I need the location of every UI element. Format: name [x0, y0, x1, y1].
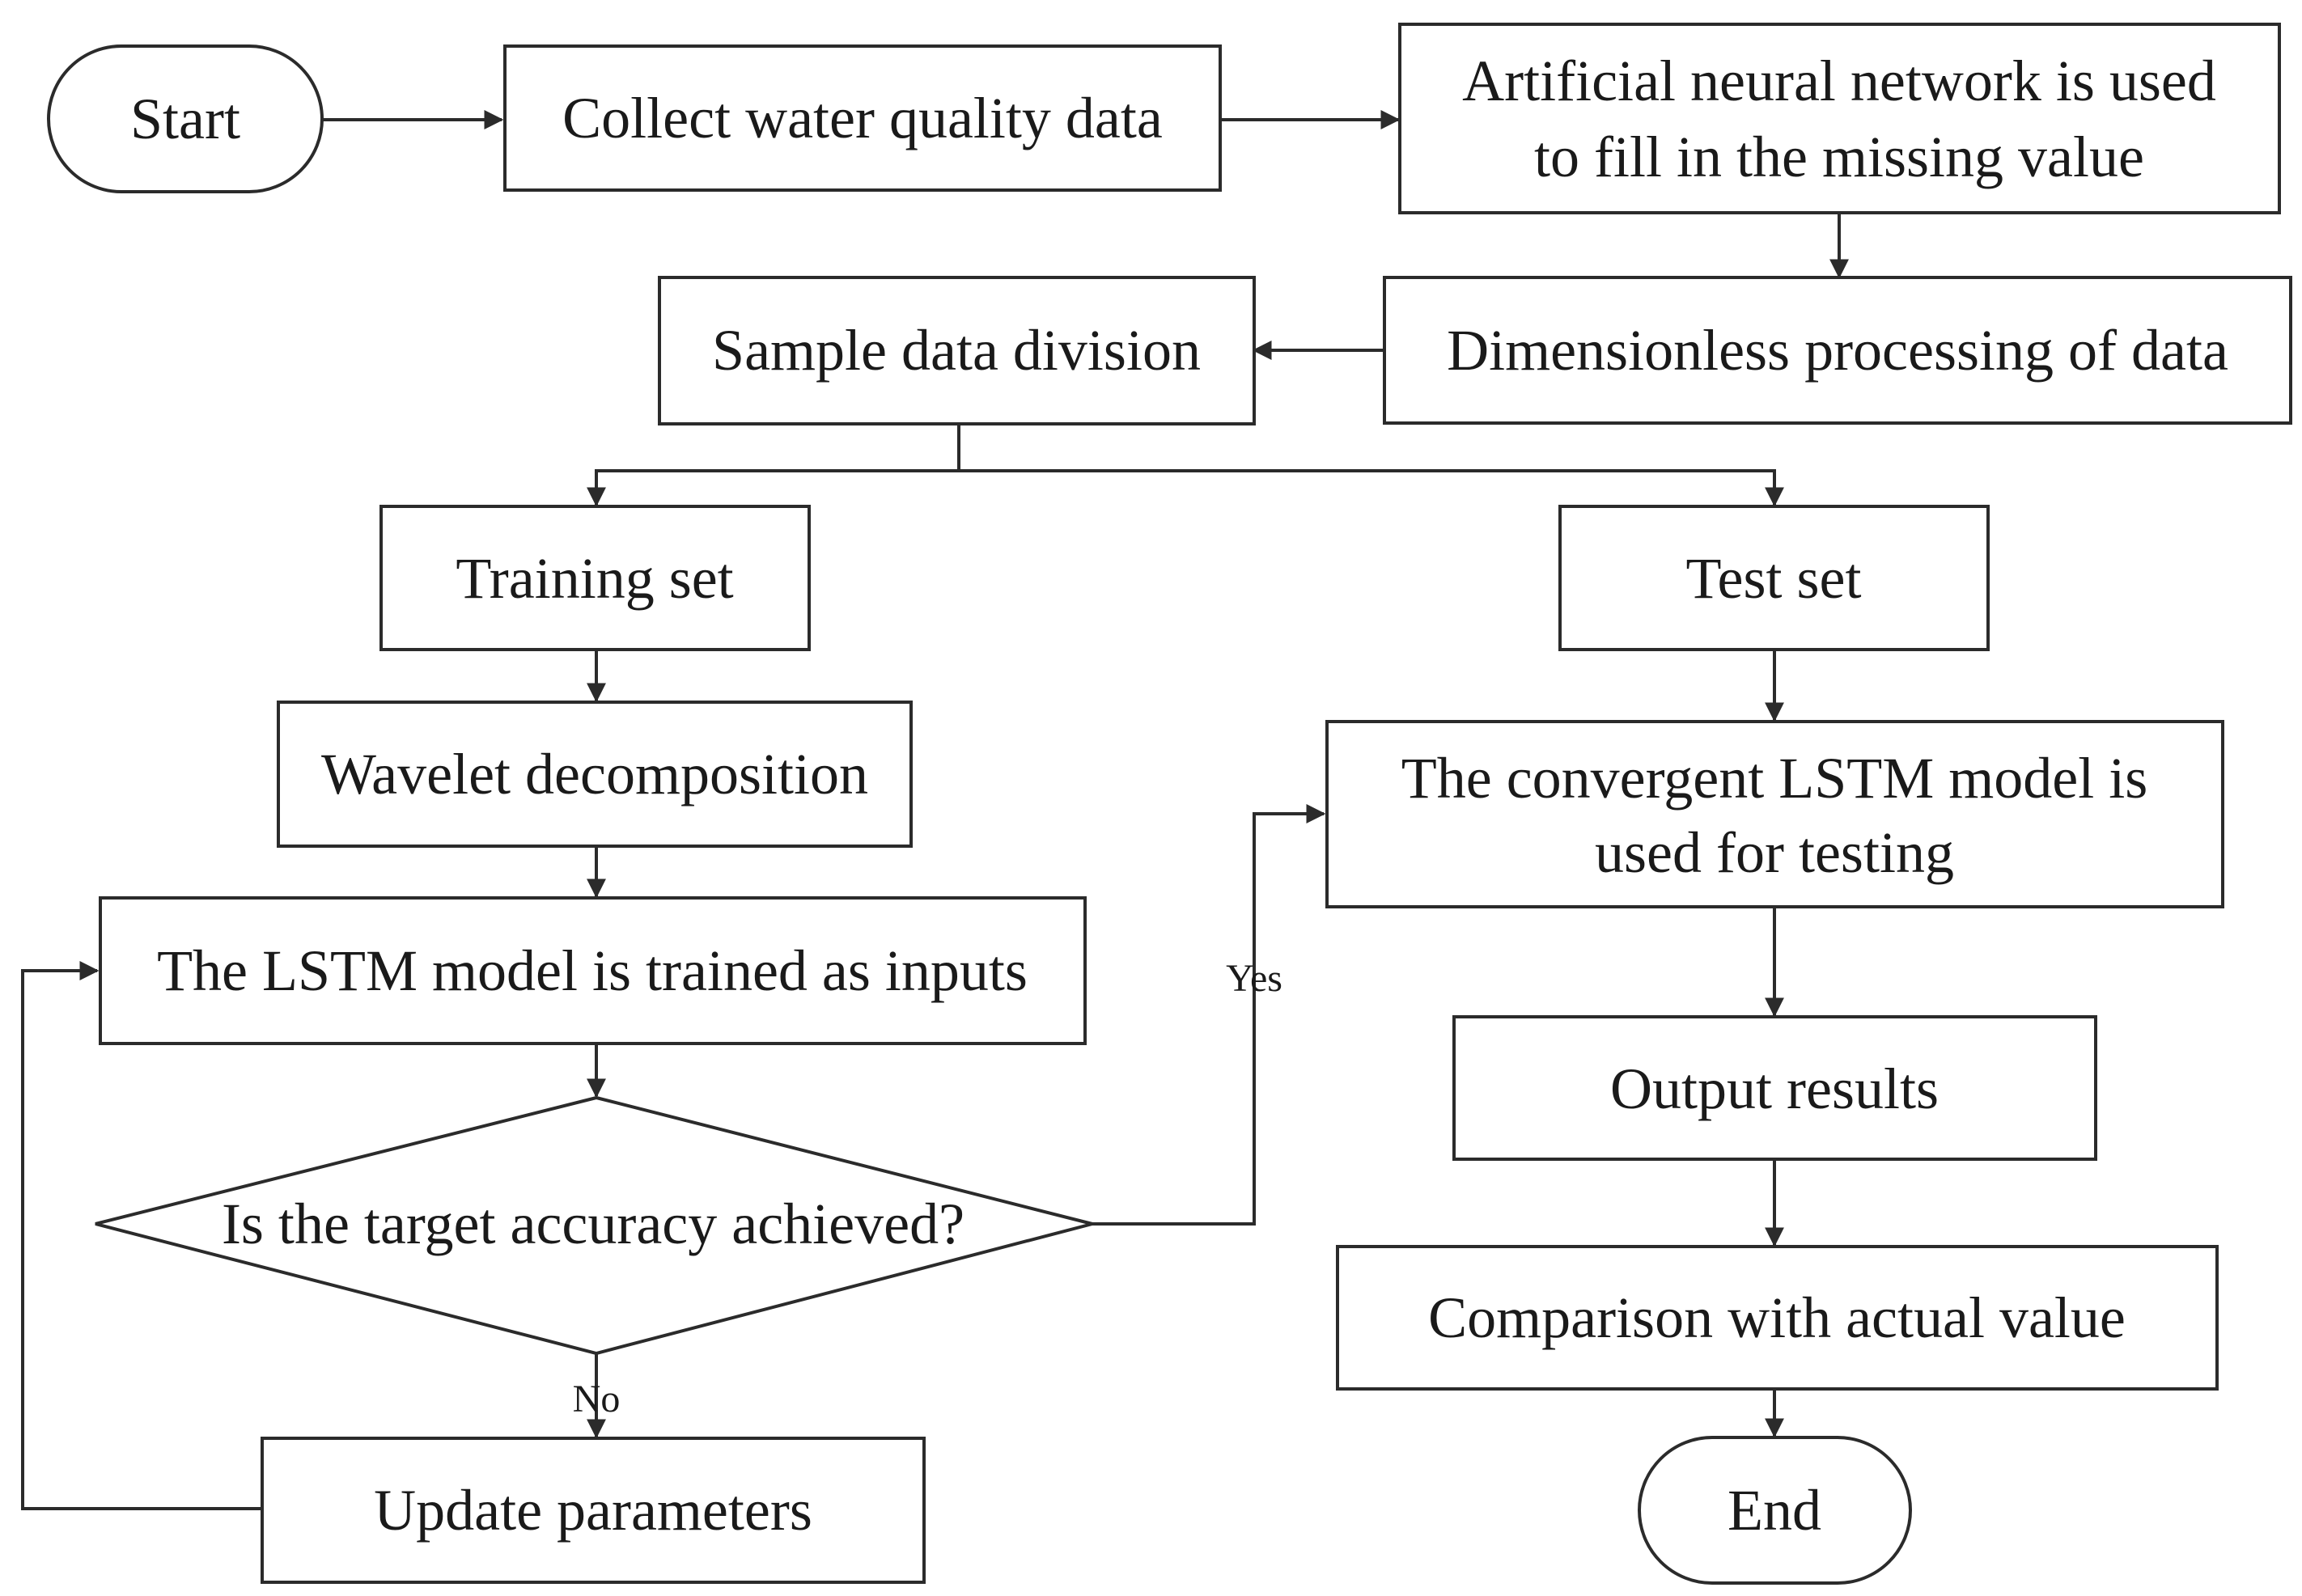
- lstm-test-label-line1: The convergent LSTM model is: [1401, 746, 2148, 811]
- ann-label-line1: Artificial neural network is used: [1462, 49, 2216, 113]
- training-node: Training set: [379, 505, 811, 651]
- test-label: Test set: [1686, 546, 1862, 611]
- output-label: Output results: [1610, 1056, 1939, 1121]
- start-node: Start: [47, 44, 324, 193]
- dimensionless-label: Dimensionless processing of data: [1447, 318, 2228, 383]
- collect-label: Collect water quality data: [562, 86, 1163, 150]
- lstm-train-label: The LSTM model is trained as inputs: [157, 938, 1028, 1003]
- end-label: End: [1728, 1478, 1821, 1543]
- start-label: Start: [130, 87, 240, 151]
- ann-node: Artificial neural network is used to fil…: [1398, 23, 2281, 214]
- lstm-test-label-line2: used for testing: [1595, 820, 1954, 885]
- division-label: Sample data division: [712, 318, 1201, 383]
- edge-update-loop: [21, 961, 262, 1510]
- lstm-train-node: The LSTM model is trained as inputs: [99, 896, 1087, 1045]
- edge-division-split: [595, 424, 960, 503]
- decision-node: Is the target accuracy achieved?: [95, 1095, 1093, 1356]
- training-label: Training set: [456, 546, 733, 611]
- output-node: Output results: [1452, 1015, 2097, 1161]
- edge-decision-yes: [1092, 804, 1326, 1226]
- dimensionless-node: Dimensionless processing of data: [1383, 276, 2292, 425]
- comparison-label: Comparison with actual value: [1428, 1285, 2126, 1350]
- edges: [21, 110, 1849, 1510]
- yes-label: Yes: [1226, 957, 1282, 1000]
- edge-division-to-test: [959, 469, 1776, 503]
- wavelet-node: Wavelet decomposition: [277, 701, 913, 848]
- collect-node: Collect water quality data: [503, 44, 1222, 192]
- lstm-test-node: The convergent LSTM model is used for te…: [1325, 720, 2224, 908]
- division-node: Sample data division: [658, 276, 1256, 425]
- decision-label: Is the target accuracy achieved?: [222, 1192, 964, 1256]
- ann-label-line2: to fill in the missing value: [1534, 125, 2144, 189]
- update-label: Update parameters: [374, 1478, 812, 1543]
- comparison-node: Comparison with actual value: [1336, 1245, 2219, 1391]
- end-node: End: [1638, 1436, 1912, 1585]
- test-node: Test set: [1558, 505, 1990, 651]
- wavelet-label: Wavelet decomposition: [321, 742, 868, 806]
- no-label: No: [573, 1378, 621, 1420]
- update-node: Update parameters: [261, 1437, 926, 1584]
